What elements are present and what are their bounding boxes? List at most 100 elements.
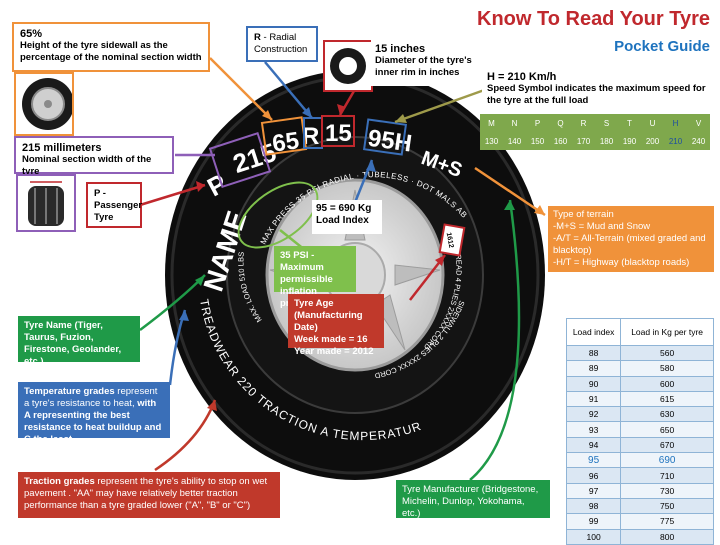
load-kg-cell: 775 xyxy=(620,513,714,530)
speed-value-cell: 150 xyxy=(526,132,549,150)
load-index-cell: 91 xyxy=(565,390,622,408)
tyre-age-callout: Tyre Age (Manufacturing Date) Week made … xyxy=(288,294,384,357)
speed-text: Speed Symbol indicates the maximum speed… xyxy=(487,83,706,106)
load-kg-cell: 690 xyxy=(620,452,714,469)
load-kg-cell: 710 xyxy=(620,467,714,484)
page-subtitle: Pocket Guide xyxy=(614,38,710,55)
dot-code: 1612 xyxy=(445,232,455,249)
page-title: Know To Read Your Tyre xyxy=(477,8,710,30)
load-index-cell: 97 xyxy=(565,482,622,499)
traction-b1: Traction grades xyxy=(24,476,95,487)
speed-value-cell: 130 xyxy=(480,132,503,150)
load-index-cell: 99 xyxy=(565,513,622,530)
load-index-cell: 96 xyxy=(565,467,622,484)
speed-letter-cell: M xyxy=(480,114,503,132)
aspect-ratio-title: 65% xyxy=(20,28,43,40)
terrain-l2: -A/T = All-Terrain (mixed graded and bla… xyxy=(553,233,706,256)
speed-value-cell: 140 xyxy=(503,132,526,150)
load-index-cell: 94 xyxy=(565,436,622,454)
speed-letter-cell: U xyxy=(641,114,664,132)
speed-value-cell: 240 xyxy=(687,132,710,150)
manufacturer-text: Tyre Manufacturer (Bridgestone, Michelin… xyxy=(402,484,539,519)
tyre-name-callout: Tyre Name (Tiger, Taurus, Fuzion, Firest… xyxy=(18,316,140,367)
tread-icon xyxy=(28,181,64,226)
arrowheads xyxy=(179,104,545,411)
tyre-age-l1: Tyre Age xyxy=(294,298,334,309)
radial-title: R xyxy=(254,32,261,43)
terrain-l3: -H/T = Highway (blacktop roads) xyxy=(553,257,690,268)
load-kg-cell: 560 xyxy=(620,344,714,362)
load-table-header-kg: Load in Kg per tyre xyxy=(620,318,714,346)
load-kg-cell: 670 xyxy=(620,436,714,454)
tyre-age-l2: (Manufacturing Date) xyxy=(294,310,363,333)
tyre-name-text: Tyre Name (Tiger, Taurus, Fuzion, Firest… xyxy=(24,320,122,367)
speed-letter-cell: Q xyxy=(549,114,572,132)
load-kg-cell: 600 xyxy=(620,375,714,392)
width-text: Nominal section width of the tyre xyxy=(22,154,152,177)
speed-title: H = 210 Km/h xyxy=(487,71,557,83)
wheel-photo xyxy=(14,72,74,136)
terrain-l1: -M+S = Mud and Snow xyxy=(553,221,651,232)
load-index-cell: 100 xyxy=(565,528,622,545)
temperature-callout: Temperature grades represent a tyre's re… xyxy=(18,382,170,445)
load-table-header-index: Load index xyxy=(565,318,622,346)
passenger-text: Passenger Tyre xyxy=(94,200,143,223)
speed-value-cell: 180 xyxy=(595,132,618,150)
terrain-title: Type of terrain xyxy=(553,209,614,220)
load-index-cell: 90 xyxy=(565,375,622,392)
rim-diameter-callout: 15 inches Diameter of the tyre's inner r… xyxy=(371,40,486,86)
load-highlight xyxy=(362,118,408,156)
load-index-line2: Load Index xyxy=(316,215,369,226)
load-kg-cell: 800 xyxy=(620,528,714,545)
speed-value-cell: 200 xyxy=(641,132,664,150)
pressure-callout: 35 PSI - Maximum permissible inflation p… xyxy=(274,246,356,309)
traction-t1: represent the tyre's ability to stop on … xyxy=(24,476,268,511)
aspect-ratio-text: Height of the tyre sidewall as the perce… xyxy=(20,40,202,63)
passenger-callout: P - Passenger Tyre xyxy=(86,182,142,228)
speed-value-cell: 170 xyxy=(572,132,595,150)
wheel-icon xyxy=(22,78,74,130)
speed-letter-cell: H xyxy=(664,114,687,132)
speed-callout: H = 210 Km/h Speed Symbol indicates the … xyxy=(482,68,712,114)
rim-diameter-title: 15 inches xyxy=(375,43,426,55)
load-index-line1: 95 = 690 Kg xyxy=(316,203,372,214)
dot-code-box xyxy=(438,223,466,257)
speed-value-cell: 210 xyxy=(664,132,687,150)
tyre-age-l3: Week made = 16 xyxy=(294,334,368,345)
speed-letter-cell: T xyxy=(618,114,641,132)
traction-callout: Traction grades represent the tyre's abi… xyxy=(18,472,280,518)
load-index-cell: 92 xyxy=(565,406,622,423)
load-index-cell: 95 xyxy=(565,452,622,469)
temperature-b2: with A representing the best resistance … xyxy=(24,398,162,445)
terrain-callout: Type of terrain -M+S = Mud and Snow -A/T… xyxy=(548,206,714,272)
load-index-cell: 88 xyxy=(565,344,622,362)
rim-icon-box xyxy=(323,40,373,92)
manufacturer-callout: Tyre Manufacturer (Bridgestone, Michelin… xyxy=(396,480,550,519)
width-callout: 215 millimeters Nominal section width of… xyxy=(14,136,174,177)
speed-letter-cell: R xyxy=(572,114,595,132)
speed-value-cell: 190 xyxy=(618,132,641,150)
rim-highlight xyxy=(321,115,355,147)
speed-letter-cell: N xyxy=(503,114,526,132)
speed-value-cell: 160 xyxy=(549,132,572,150)
load-kg-cell: 615 xyxy=(620,390,714,408)
load-index-callout: 95 = 690 Kg Load Index xyxy=(312,200,382,234)
width-highlight xyxy=(208,131,272,189)
aspect-ratio-callout: 65% Height of the tyre sidewall as the p… xyxy=(12,22,210,72)
temperature-b1: Temperature grades xyxy=(24,386,115,397)
